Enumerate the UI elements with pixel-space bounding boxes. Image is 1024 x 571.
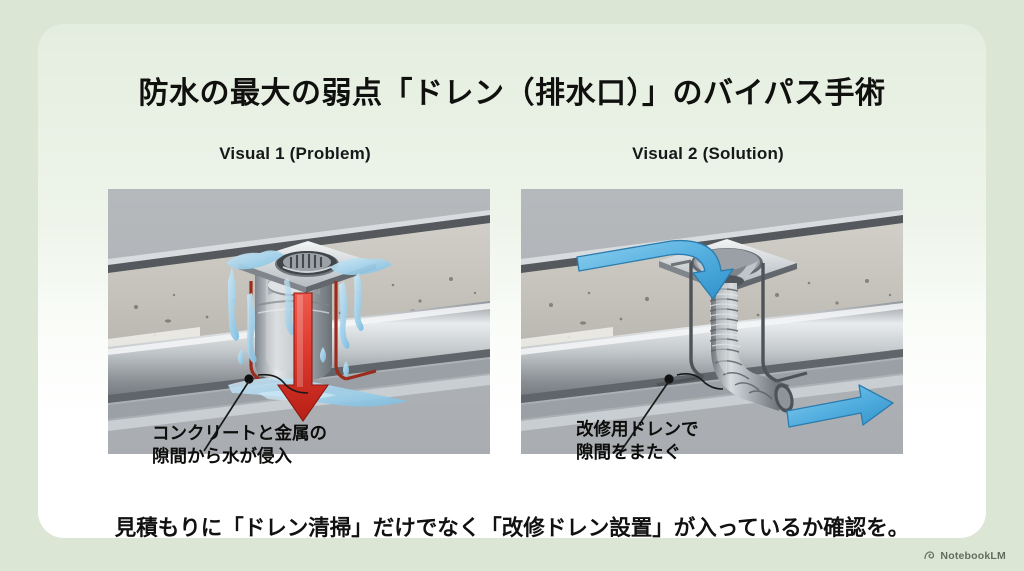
callout-problem-line1: コンクリートと金属の — [152, 423, 327, 443]
notebooklm-logo-icon — [923, 550, 935, 562]
watermark: NotebookLM — [923, 550, 1006, 562]
callout-solution-line2: 隙間をまたぐ — [576, 442, 681, 463]
figure-roof-drain-leak — [108, 189, 490, 454]
slide-card: 防水の最大の弱点「ドレン（排水口）」のバイパス手術 Visual 1 (Prob… — [38, 24, 986, 538]
callout-problem-line2: 隙間から水が侵入 — [152, 446, 292, 467]
panel-solution: Visual 2 (Solution) — [508, 144, 908, 454]
callout-problem: コンクリートと金属の 隙間から水が侵入 — [152, 422, 327, 468]
panel-title-problem: Visual 1 (Problem) — [219, 144, 371, 163]
panel-title-solution: Visual 2 (Solution) — [632, 144, 784, 163]
watermark-label: NotebookLM — [940, 550, 1006, 562]
figure-retrofit-flexible-drain — [521, 189, 903, 454]
callout-solution: 改修用ドレンで 隙間をまたぐ — [576, 418, 699, 464]
callout-solution-line1: 改修用ドレンで — [576, 419, 699, 439]
page-title: 防水の最大の弱点「ドレン（排水口）」のバイパス手術 — [138, 77, 886, 110]
panel-problem: Visual 1 (Problem) — [95, 144, 495, 454]
bottom-note: 見積もりに「ドレン清掃」だけでなく「改修ドレン設置」が入っているか確認を。 — [114, 516, 910, 538]
